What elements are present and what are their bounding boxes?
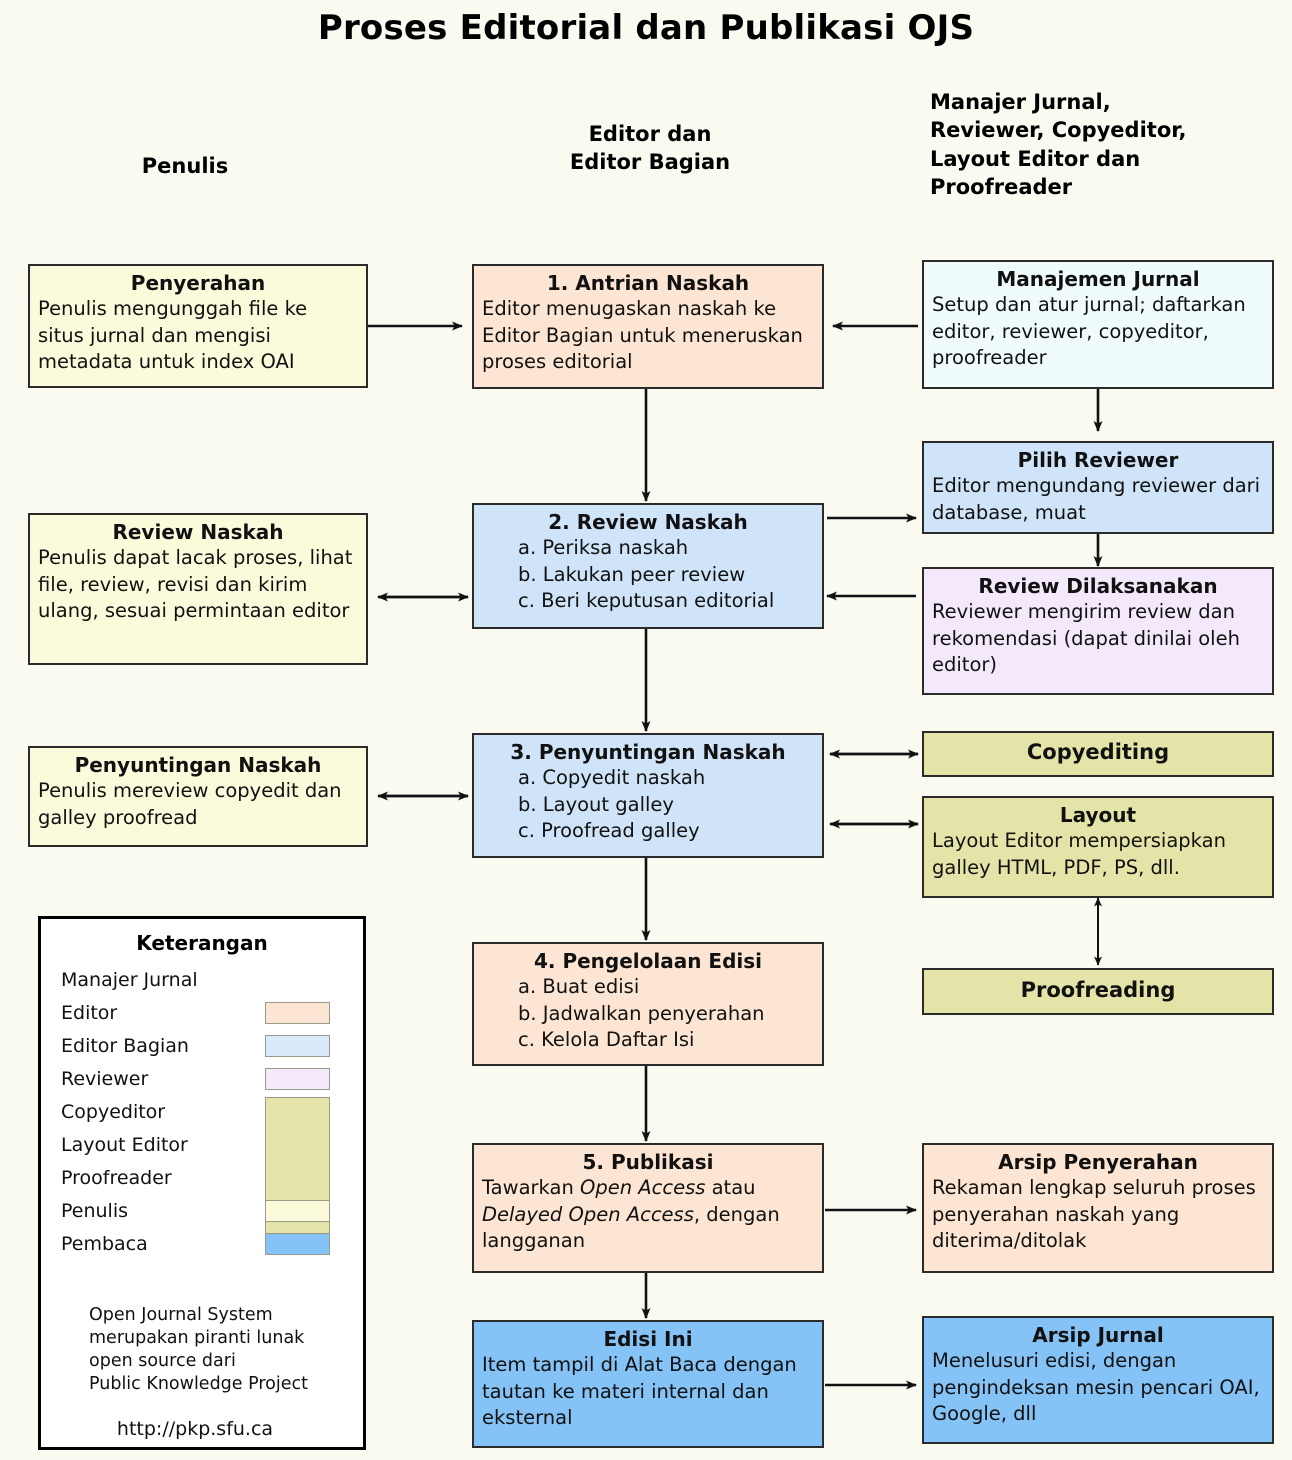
box-title: Penyuntingan Naskah — [74, 753, 322, 777]
box-body: Editor menugaskan naskah ke Editor Bagia… — [482, 297, 803, 374]
legend-row-penulis: Penulis — [41, 1194, 363, 1227]
legend-panel: Keterangan Manajer Jurnal Editor Editor … — [38, 916, 366, 1450]
box-pilih-reviewer[interactable]: Pilih Reviewer Editor mengundang reviewe… — [922, 441, 1274, 534]
box-review-naskah-penulis[interactable]: Review Naskah Penulis dapat lacak proses… — [28, 513, 368, 665]
box-title: 2. Review Naskah — [548, 510, 748, 534]
column-heading-penulis: Penulis — [141, 154, 229, 178]
box-body: Penulis mengunggah file ke situs jurnal … — [38, 297, 308, 374]
box-title: 3. Penyuntingan Naskah — [510, 740, 786, 764]
publikasi-part-3: Delayed Open Access — [482, 1202, 694, 1226]
legend-title: Keterangan — [136, 931, 268, 955]
box-penyuntingan-naskah-penulis[interactable]: Penyuntingan Naskah Penulis mereview cop… — [28, 746, 368, 847]
box-item: c. Kelola Daftar Isi — [518, 1028, 695, 1052]
box-manajemen-jurnal[interactable]: Manajemen Jurnal Setup dan atur jurnal; … — [922, 260, 1274, 389]
box-title: Layout — [1059, 803, 1137, 827]
legend-row-manajer-jurnal: Manajer Jurnal — [41, 963, 363, 996]
box-item: b. Layout galley — [518, 792, 674, 816]
box-item: a. Copyedit naskah — [518, 766, 706, 789]
legend-rows: Manajer Jurnal Editor Editor Bagian Revi… — [41, 963, 363, 1260]
box-arsip-jurnal[interactable]: Arsip Jurnal Menelusuri edisi, dengan pe… — [922, 1316, 1274, 1444]
legend-url[interactable]: http://pkp.sfu.ca — [116, 1418, 274, 1441]
box-copyediting[interactable]: Copyediting — [922, 731, 1274, 777]
legend-row-pembaca: Pembaca — [41, 1227, 363, 1260]
box-antrian-naskah[interactable]: 1. Antrian Naskah Editor menugaskan nask… — [472, 264, 824, 389]
legend-label: Manajer Jurnal — [61, 968, 198, 991]
legend-label: Proofreader — [61, 1166, 172, 1189]
legend-row-layout-editor: Layout Editor — [41, 1128, 363, 1161]
legend-label: Editor Bagian — [61, 1034, 189, 1057]
box-title: 1. Antrian Naskah — [546, 271, 750, 295]
box-body: Item tampil di Alat Baca dengan tautan k… — [482, 1353, 797, 1430]
box-publikasi[interactable]: 5. Publikasi Tawarkan Open Access atau D… — [472, 1143, 824, 1273]
box-body: Reviewer mengirim review dan rekomendasi… — [932, 600, 1240, 677]
legend-label: Penulis — [61, 1199, 129, 1222]
column-heading-editor: Editor dan Editor Bagian — [569, 122, 731, 175]
legend-row-copyeditor: Copyeditor — [41, 1095, 363, 1243]
box-item: a. Buat edisi — [518, 975, 640, 998]
box-item: c. Beri keputusan editorial — [518, 589, 775, 613]
column-heading-lainnya: Manajer Jurnal, Reviewer, Copyeditor, La… — [930, 90, 1187, 200]
legend-row-editor-bagian: Editor Bagian — [41, 1029, 363, 1062]
box-title: 5. Publikasi — [582, 1150, 714, 1174]
box-title: Review Dilaksanakan — [978, 574, 1218, 598]
legend-swatch-reviewer — [265, 1067, 330, 1090]
box-title: Arsip Jurnal — [1032, 1323, 1164, 1347]
box-body: Layout Editor mempersiapkan galley HTML,… — [932, 829, 1226, 879]
box-title: Penyerahan — [130, 271, 266, 295]
page-title: Proses Editorial dan Publikasi OJS — [317, 8, 975, 48]
publikasi-part-1: Open Access — [580, 1176, 706, 1199]
box-proofreading[interactable]: Proofreading — [922, 968, 1274, 1015]
legend-label: Editor — [61, 1001, 118, 1024]
box-body: Penulis dapat lacak proses, lihat file, … — [38, 546, 353, 623]
publikasi-part-0: Tawarkan — [482, 1176, 581, 1199]
box-edisi-ini[interactable]: Edisi Ini Item tampil di Alat Baca denga… — [472, 1320, 824, 1448]
box-title: Arsip Penyerahan — [998, 1150, 1198, 1174]
publikasi-part-4: , dengan langganan — [482, 1202, 780, 1253]
box-review-dilaksanakan[interactable]: Review Dilaksanakan Reviewer mengirim re… — [922, 567, 1274, 695]
box-title: Manajemen Jurnal — [996, 267, 1200, 291]
box-title: 4. Pengelolaan Edisi — [533, 949, 763, 973]
legend-swatch-pembaca — [265, 1232, 330, 1255]
box-title: Copyediting — [1026, 740, 1170, 765]
legend-label: Copyeditor — [61, 1100, 166, 1123]
legend-label: Pembaca — [61, 1232, 148, 1255]
box-title: Proofreading — [1020, 977, 1176, 1002]
legend-label: Layout Editor — [61, 1133, 188, 1156]
box-item: b. Lakukan peer review — [518, 562, 746, 586]
publikasi-part-2: atau — [705, 1176, 756, 1199]
box-item: b. Jadwalkan penyerahan — [518, 1001, 765, 1025]
box-body: Menelusuri edisi, dengan pengindeksan me… — [932, 1349, 1260, 1426]
box-pengelolaan-edisi[interactable]: 4. Pengelolaan Edisi a. Buat edisi b. Ja… — [472, 942, 824, 1066]
box-body: Rekaman lengkap seluruh proses penyeraha… — [932, 1176, 1256, 1253]
box-title: Pilih Reviewer — [1017, 448, 1179, 472]
legend-note: Open Journal System merupakan piranti lu… — [89, 1305, 308, 1395]
legend-swatch-editor-bagian — [265, 1034, 330, 1057]
legend-swatch-editor — [265, 1001, 330, 1024]
box-penyuntingan-naskah[interactable]: 3. Penyuntingan Naskah a. Copyedit naska… — [472, 733, 824, 858]
box-title: Edisi Ini — [603, 1327, 693, 1351]
box-arsip-penyerahan[interactable]: Arsip Penyerahan Rekaman lengkap seluruh… — [922, 1143, 1274, 1273]
box-layout[interactable]: Layout Layout Editor mempersiapkan galle… — [922, 796, 1274, 898]
box-item: c. Proofread galley — [518, 819, 700, 843]
box-review-naskah[interactable]: 2. Review Naskah a. Periksa naskah b. La… — [472, 503, 824, 629]
legend-row-proofreader: Proofreader — [41, 1161, 363, 1194]
legend-row-reviewer: Reviewer — [41, 1062, 363, 1095]
box-body: Setup dan atur jurnal; daftarkan editor,… — [932, 293, 1246, 370]
legend-label: Reviewer — [61, 1067, 149, 1090]
box-penyerahan[interactable]: Penyerahan Penulis mengunggah file ke si… — [28, 264, 368, 388]
legend-swatch-penulis — [265, 1199, 330, 1222]
box-title: Review Naskah — [112, 520, 284, 544]
legend-row-editor: Editor — [41, 996, 363, 1029]
box-body: Editor mengundang reviewer dari database… — [932, 474, 1261, 524]
box-body: Tawarkan Open Access atau Delayed Open A… — [482, 1175, 814, 1255]
box-body: Penulis mereview copyedit dan galley pro… — [38, 779, 342, 829]
box-item: a. Periksa naskah — [518, 536, 689, 559]
